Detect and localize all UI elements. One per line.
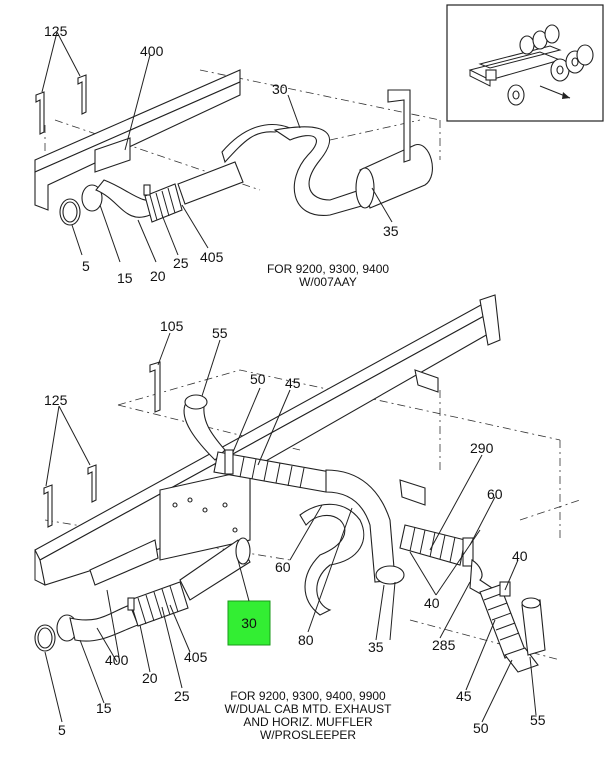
callout-5-upper: 5 <box>82 258 90 274</box>
upper-assembly: 125 400 30 5 15 20 25 405 35 FOR 9200, 9… <box>34 23 441 289</box>
callout-5-lower: 5 <box>58 722 66 738</box>
callout-40-right: 40 <box>512 548 528 564</box>
lower-caption-line-1: FOR 9200, 9300, 9400, 9900 <box>230 689 386 703</box>
callout-405-upper: 405 <box>200 249 224 265</box>
callout-125-lower: 125 <box>44 392 68 408</box>
highlight-label[interactable]: 30 <box>241 615 257 631</box>
callout-285: 285 <box>432 637 456 653</box>
highlighted-part-30[interactable]: 30 <box>227 600 271 646</box>
lower-caption-line-4: W/PROSLEEPER <box>260 728 356 742</box>
callout-55-lower-left: 55 <box>212 325 228 341</box>
callout-60-right: 60 <box>487 486 503 502</box>
callout-30-upper: 30 <box>272 81 288 97</box>
callout-55-lower-right: 55 <box>530 712 546 728</box>
callout-40-center: 40 <box>424 595 440 611</box>
callout-45-lower-right: 45 <box>456 688 472 704</box>
callout-290: 290 <box>470 440 494 456</box>
upper-caption-line-2: W/007AAY <box>299 275 357 289</box>
callout-105: 105 <box>160 318 184 334</box>
callout-50-lower-right: 50 <box>473 720 489 736</box>
callout-400-upper: 400 <box>140 43 164 59</box>
callout-60-center: 60 <box>275 559 291 575</box>
callout-400-lower: 400 <box>105 652 129 668</box>
callout-15-lower: 15 <box>96 700 112 716</box>
callout-20-upper: 20 <box>150 268 166 284</box>
callout-20-lower: 20 <box>142 670 158 686</box>
callout-25-upper: 25 <box>173 255 189 271</box>
callout-45-lower-left: 45 <box>285 375 301 391</box>
highlight-box[interactable] <box>227 600 271 646</box>
upper-caption-line-1: FOR 9200, 9300, 9400 <box>267 262 389 276</box>
callout-35-upper: 35 <box>383 223 399 239</box>
callout-80: 80 <box>298 632 314 648</box>
lower-assembly: 105 55 50 45 125 290 60 40 60 80 40 35 2… <box>34 294 581 742</box>
callout-50-lower-left: 50 <box>250 371 266 387</box>
callout-35-lower: 35 <box>368 639 384 655</box>
lower-caption-line-2: W/DUAL CAB MTD. EXHAUST <box>225 702 393 716</box>
callout-25-lower: 25 <box>174 688 190 704</box>
callout-405-lower: 405 <box>184 649 208 665</box>
lower-caption-line-3: AND HORIZ. MUFFLER <box>243 715 373 729</box>
callout-15-upper: 15 <box>117 270 133 286</box>
truck-locator-inset <box>446 4 604 122</box>
callout-125-upper: 125 <box>44 23 68 39</box>
